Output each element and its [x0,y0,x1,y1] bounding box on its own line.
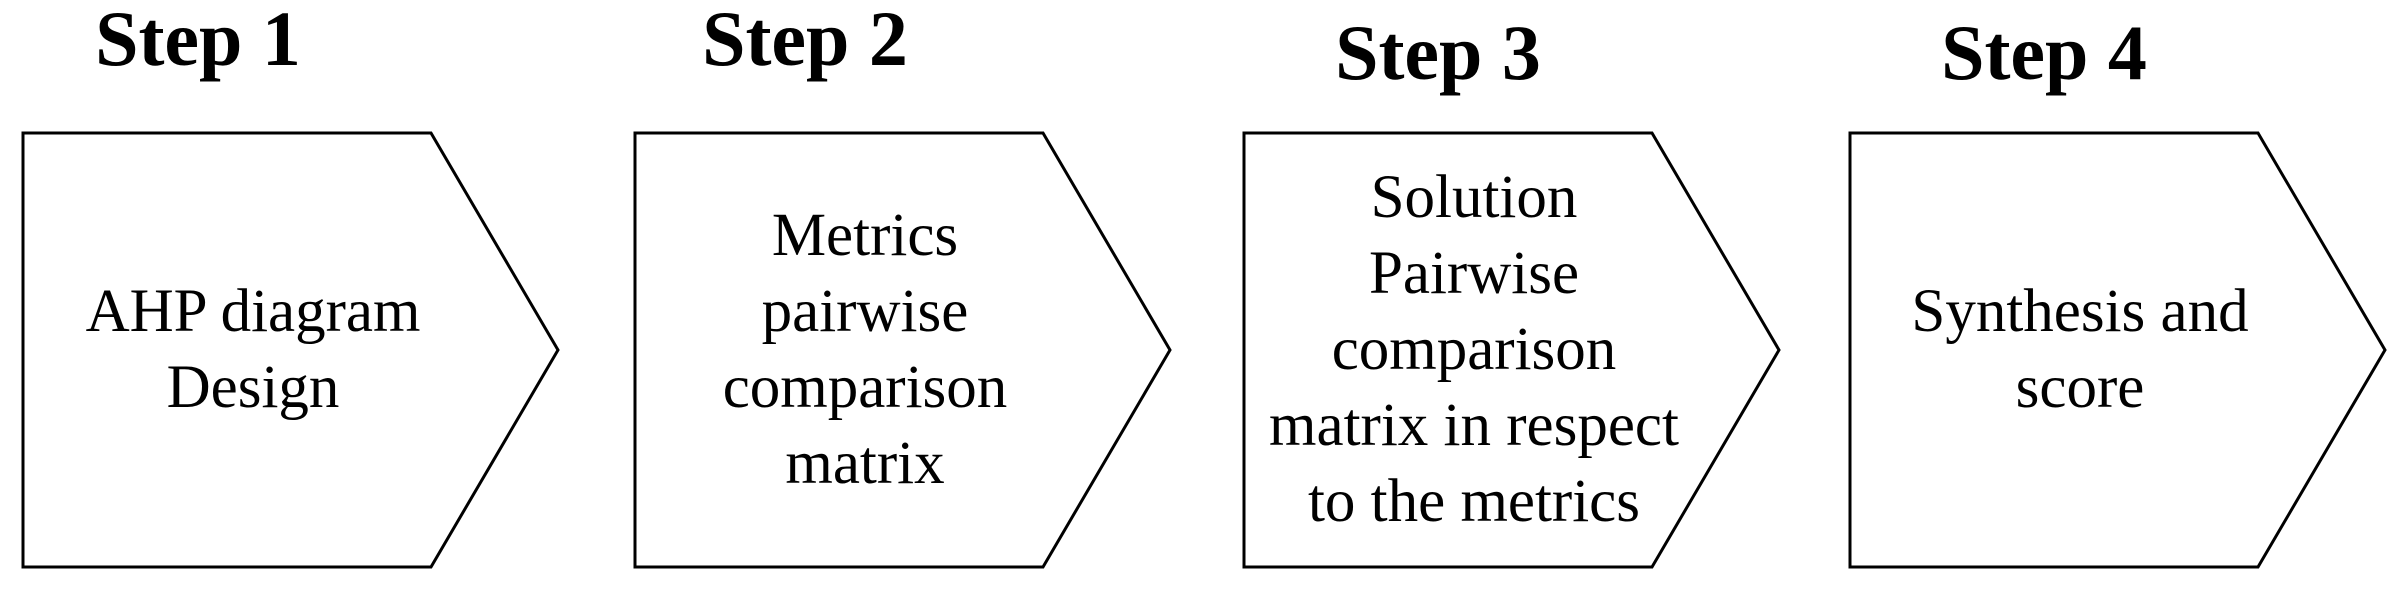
step-4-description: Synthesis and score [1911,278,2249,421]
chevron-arrow-shape [1848,131,2387,569]
step-group-3: Step 3 Solution Pairwise comparison matr… [1242,0,1782,599]
step-group-4: Step 4 Synthesis and score [1848,0,2388,599]
chevron-arrow-shape [1242,131,1781,569]
step-3-description: Solution Pairwise comparison matrix in r… [1269,164,1679,535]
step-2-description: Metrics pairwise comparison matrix [722,202,1008,497]
step-1-description: AHP diagram Design [85,278,421,421]
chevron-arrow-shape [633,131,1172,569]
chevron-arrow-shape [21,131,560,569]
step-2-title: Step 2 [702,0,908,82]
step-group-1: Step 1 AHP diagram Design [21,0,561,599]
step-4-title: Step 4 [1941,9,2147,96]
step-1-title: Step 1 [95,0,301,82]
step-group-2: Step 2 Metrics pairwise comparison matri… [633,0,1173,599]
step-3-title: Step 3 [1335,9,1541,96]
